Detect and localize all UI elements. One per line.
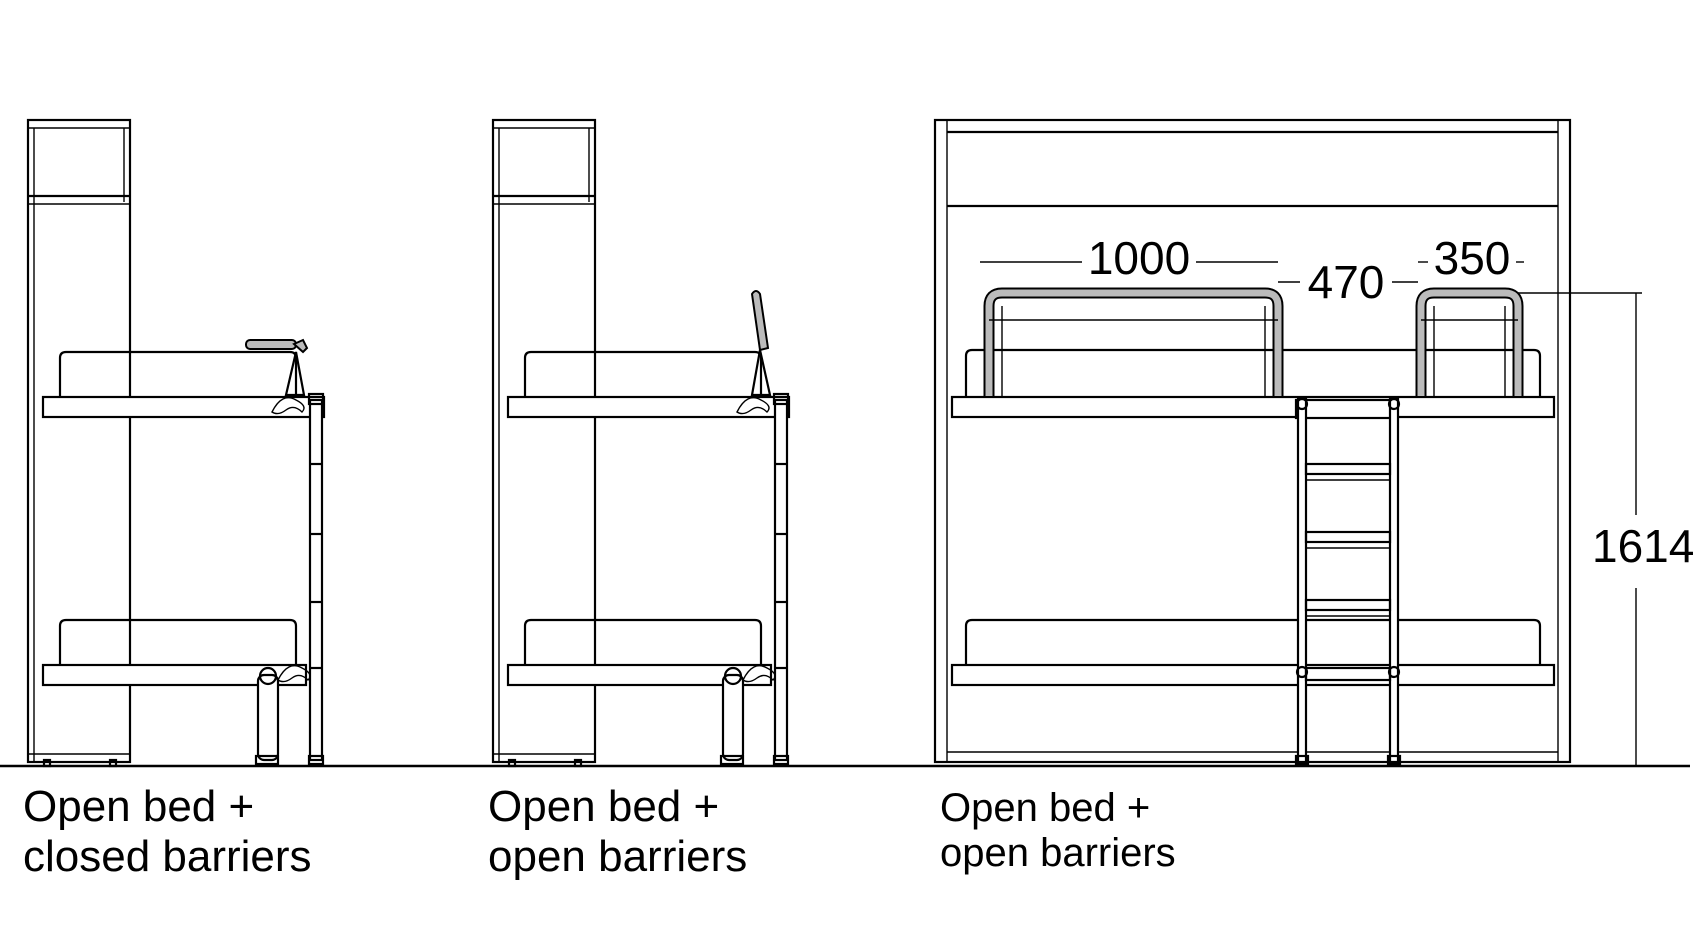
caption-line-2: closed barriers (23, 831, 312, 881)
upper-bunk-front (950, 348, 1556, 419)
dimension-350: 350 (1434, 232, 1511, 284)
side-view-closed-barriers (26, 118, 326, 768)
upper-barrier-closed (245, 338, 309, 397)
dimension-1614: 1614 (1592, 520, 1694, 572)
caption-line-1: Open bed + (940, 786, 1151, 830)
barrier-long (983, 287, 1284, 396)
caption-side-closed-barriers: Open bed + closed barriers (23, 782, 312, 881)
upper-bunk-side (506, 350, 791, 419)
caption-line-2: open barriers (940, 831, 1176, 876)
front-view-open-barriers: 1000 470 350 1614 (933, 118, 1695, 766)
cabinet-side (491, 118, 597, 768)
upper-barrier-open (750, 290, 772, 397)
caption-line-2: open barriers (488, 831, 748, 881)
ladder-side (307, 392, 325, 766)
side-view-open-barriers (491, 118, 791, 768)
lower-bunk-side (41, 618, 311, 766)
caption-line-1: Open bed + (23, 782, 255, 831)
cabinet-side (26, 118, 132, 768)
upper-bunk-side (41, 350, 326, 419)
dimension-lines (980, 261, 1642, 766)
dimension-labels: 1000 470 350 1614 (1088, 232, 1695, 572)
cabinet-front (933, 118, 1572, 764)
ladder-side (772, 392, 790, 766)
caption-side-open-barriers: Open bed + open barriers (488, 782, 747, 881)
dimension-470: 470 (1308, 256, 1385, 308)
dimension-1000: 1000 (1088, 232, 1190, 284)
caption-line-1: Open bed + (488, 782, 720, 831)
lower-bunk-front (950, 618, 1556, 687)
ladder-front (1294, 396, 1402, 766)
caption-front-open-barriers: Open bed + open barriers (940, 786, 1176, 876)
barrier-short (1415, 287, 1524, 396)
lower-bunk-side (506, 618, 776, 766)
